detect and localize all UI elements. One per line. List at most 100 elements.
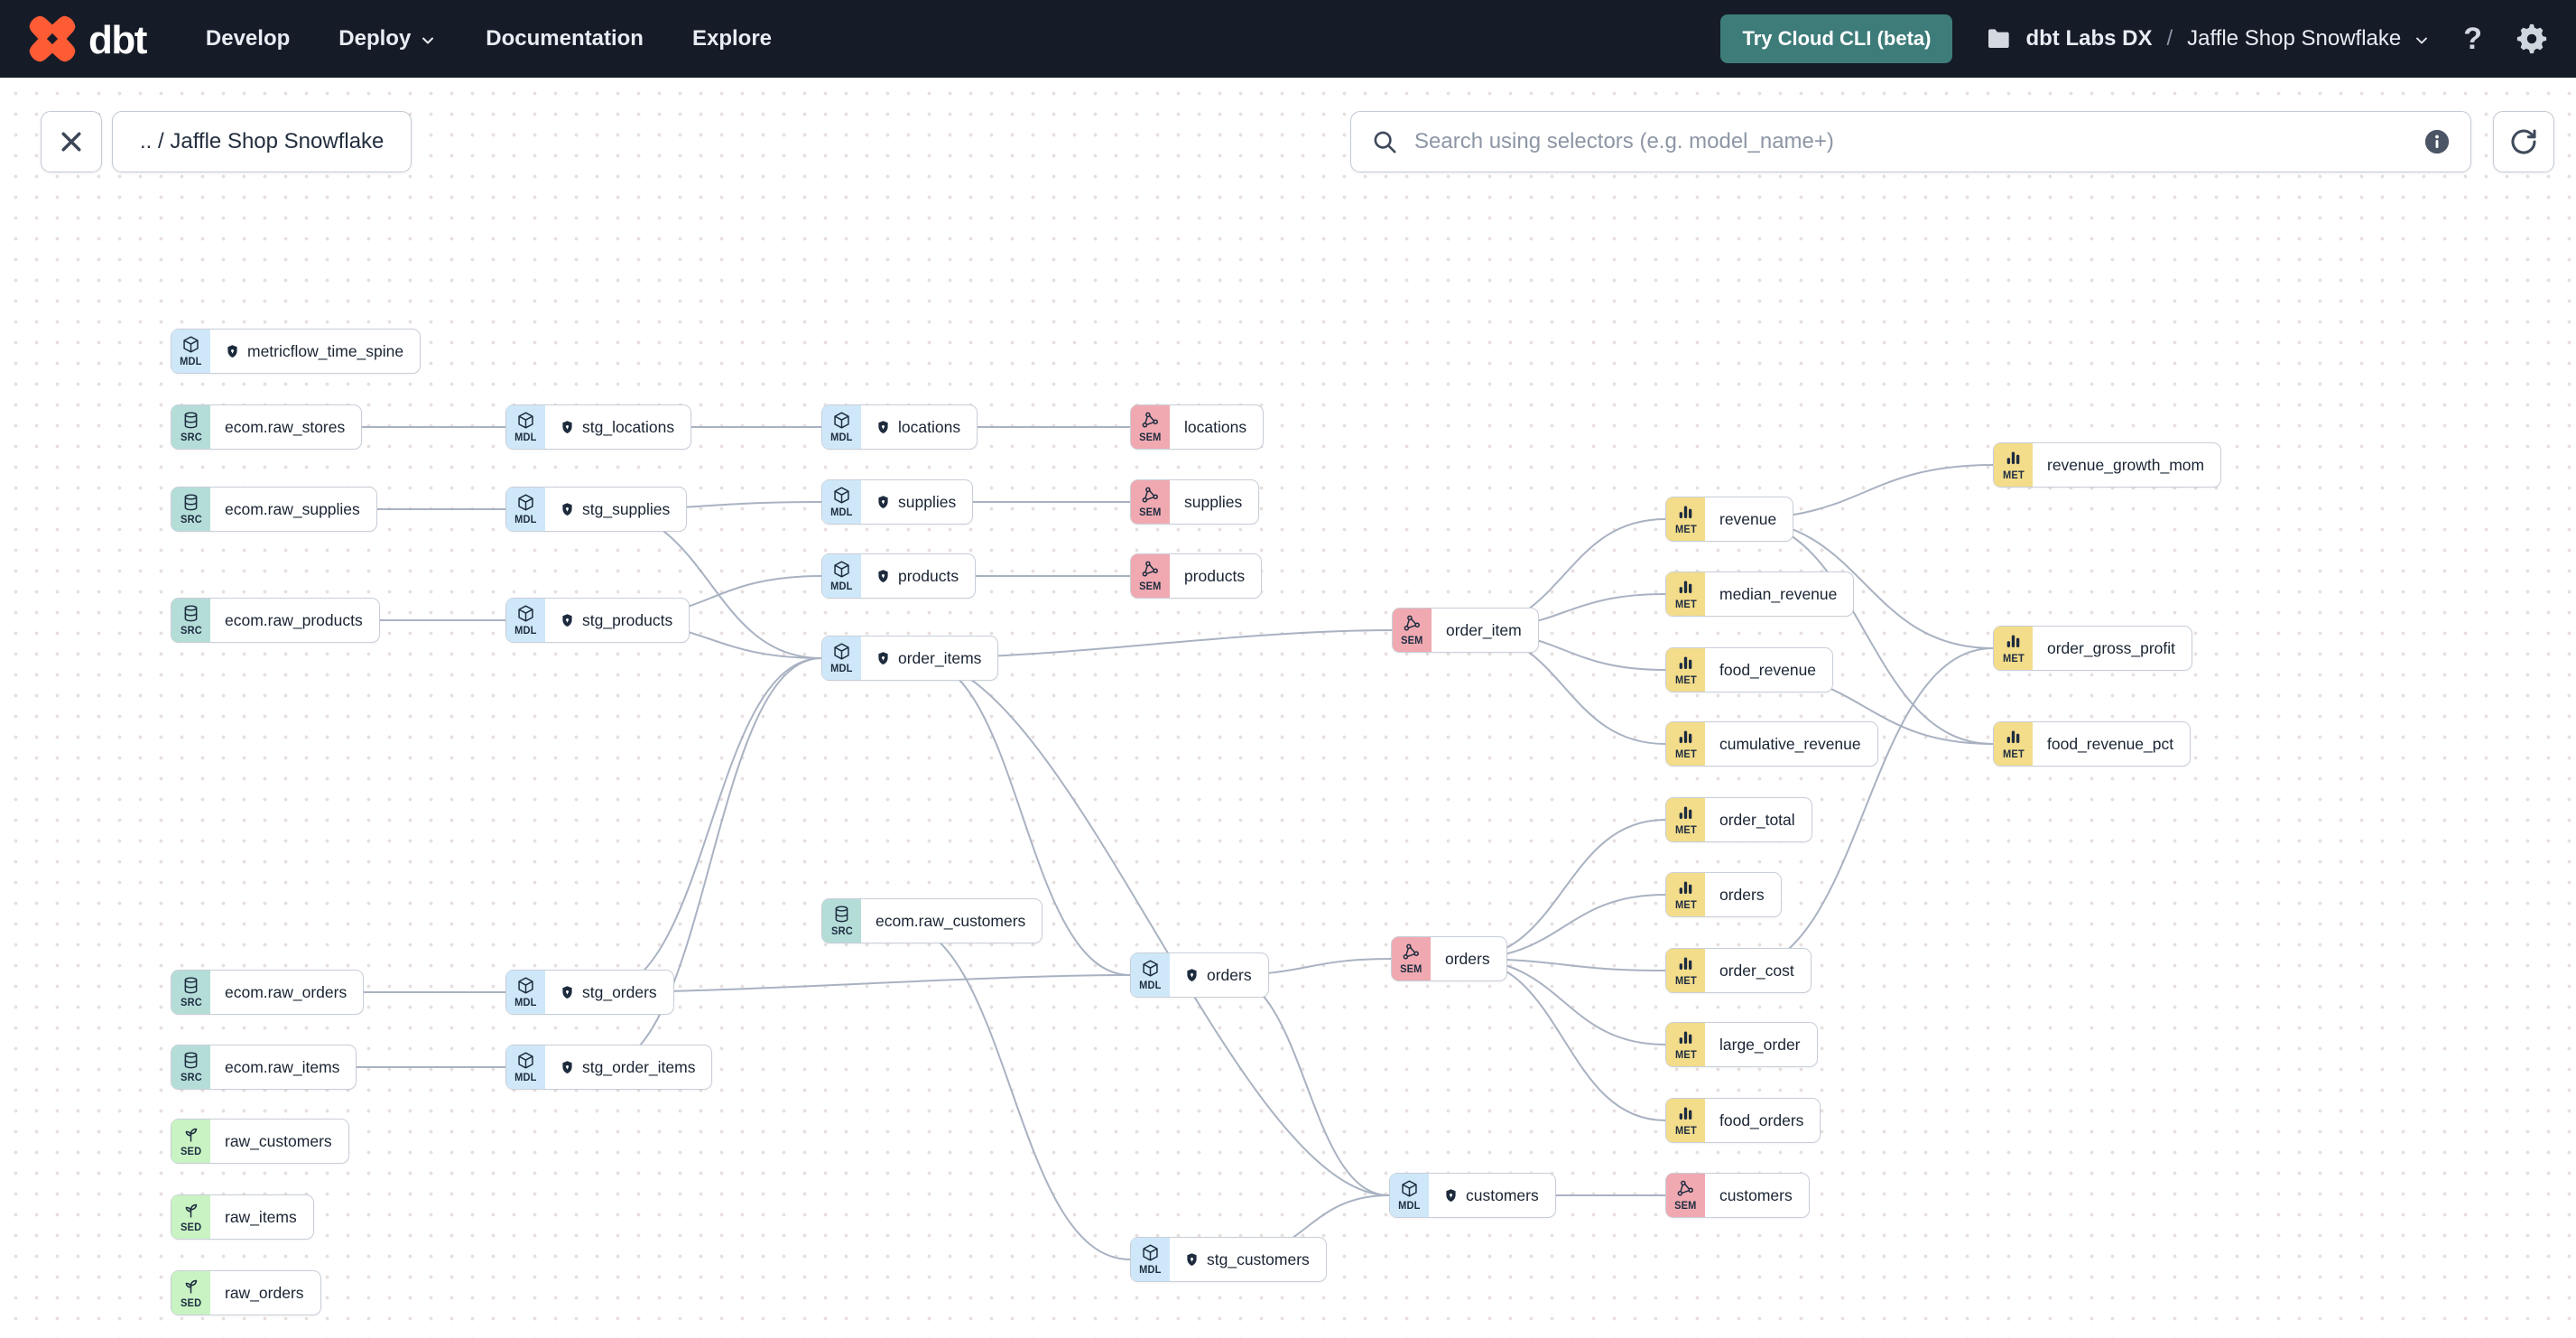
node-type-label: MET (1674, 674, 1697, 686)
shield-icon (560, 502, 575, 517)
node-label-text: stg_order_items (582, 1057, 696, 1076)
breadcrumb[interactable]: .. / Jaffle Shop Snowflake (112, 111, 412, 172)
help-icon[interactable]: ? (2463, 22, 2482, 56)
node-type-badge: MET (1666, 1023, 1705, 1066)
graph-node-raw_customers_seed[interactable]: SED raw_customers (171, 1119, 349, 1164)
node-type-badge: MDL (506, 599, 545, 642)
info-icon[interactable] (2423, 128, 2451, 155)
node-label-text: revenue_growth_mom (2047, 455, 2205, 474)
metric-icon (1676, 804, 1695, 822)
nav-item-deploy[interactable]: Deploy (338, 26, 437, 51)
node-label: ecom.raw_products (210, 599, 379, 642)
node-type-badge: MDL (1131, 1238, 1170, 1281)
gear-icon[interactable] (2515, 22, 2549, 56)
search-bar (1350, 111, 2471, 172)
node-type-label: SRC (830, 925, 853, 937)
nav-item-develop[interactable]: Develop (205, 26, 291, 51)
node-label-text: supplies (898, 492, 957, 511)
node-label: stg_products (545, 599, 689, 642)
node-type-badge: SEM (1393, 609, 1432, 652)
node-label: ecom.raw_supplies (210, 488, 376, 531)
shield-icon (1184, 1252, 1200, 1268)
node-label: locations (1170, 405, 1263, 449)
graph-node-order_item_sem[interactable]: SEM order_item (1392, 608, 1539, 653)
project-selector[interactable]: dbt Labs DX / Jaffle Shop Snowflake (1985, 24, 2431, 53)
node-type-badge: MDL (1131, 953, 1170, 997)
node-label: raw_customers (210, 1120, 348, 1163)
search-input[interactable] (1413, 128, 2409, 155)
node-type-label: MET (2002, 748, 2025, 760)
semantic-model-icon (1141, 411, 1160, 430)
node-type-badge: SRC (171, 599, 210, 642)
node-type-badge: MDL (171, 330, 210, 373)
navbar-right: Try Cloud CLI (beta) dbt Labs DX / Jaffl… (1720, 14, 2549, 63)
node-label: orders (1705, 873, 1781, 916)
dbt-logo[interactable]: dbt (27, 14, 147, 64)
nav-item-documentation[interactable]: Documentation (486, 26, 644, 51)
node-label: order_item (1432, 609, 1538, 652)
node-label: revenue (1705, 497, 1793, 541)
close-button[interactable] (41, 111, 102, 172)
graph-node-food_revenue[interactable]: MET food_revenue (1665, 647, 1834, 692)
lineage-edge (1736, 518, 1994, 745)
node-label-text: revenue (1719, 509, 1777, 528)
refresh-button[interactable] (2493, 111, 2554, 172)
try-cloud-cli-button[interactable]: Try Cloud CLI (beta) (1720, 14, 1953, 63)
node-type-badge: SRC (171, 971, 210, 1014)
node-label: large_order (1705, 1023, 1817, 1066)
node-type-label: SEM (1139, 580, 1162, 592)
brand-text: dbt (88, 18, 147, 62)
node-type-label: MET (1674, 823, 1697, 836)
model-icon (832, 642, 851, 661)
node-label: food_revenue (1705, 648, 1832, 692)
node-type-badge: MET (1666, 572, 1705, 616)
node-type-label: SED (180, 1145, 202, 1157)
node-type-badge: MET (1666, 798, 1705, 841)
node-label-text: order_item (1446, 620, 1522, 639)
top-navbar: dbt Develop Deploy Documentation Explore… (0, 0, 2576, 78)
nav-item-explore[interactable]: Explore (691, 26, 772, 51)
semantic-model-icon (1402, 943, 1421, 962)
lineage-edge (598, 974, 1131, 993)
node-type-label: MDL (514, 996, 537, 1008)
node-type-badge: MET (1666, 648, 1705, 692)
